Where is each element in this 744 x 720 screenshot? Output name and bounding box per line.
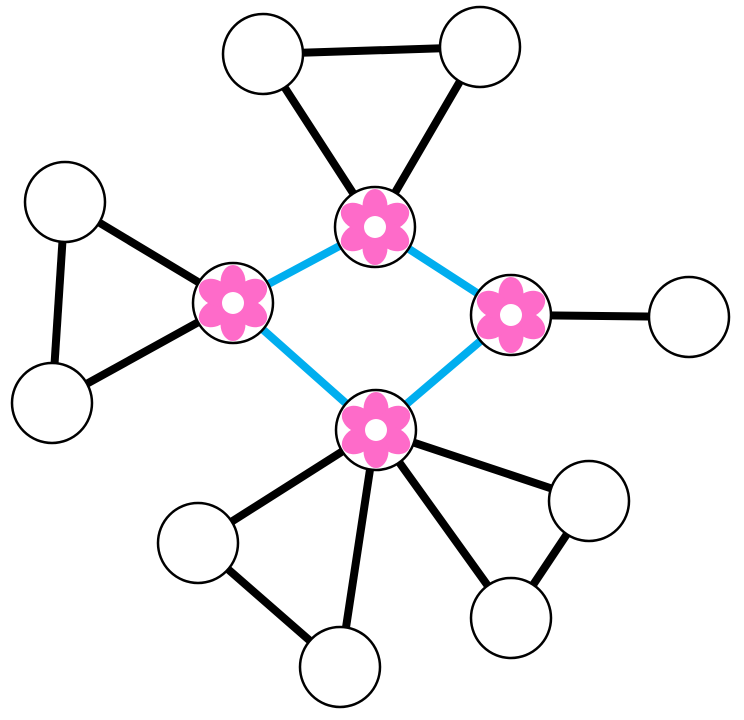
flower-center: [500, 304, 522, 326]
node-circle: [547, 459, 631, 543]
node-circle: [221, 12, 305, 96]
node-right: [647, 275, 731, 359]
flower-center: [222, 292, 244, 314]
node-flower-top: [333, 185, 417, 269]
node-bottom-left: [156, 501, 240, 585]
node-top-left: [221, 12, 305, 96]
node-left-top: [23, 160, 107, 244]
node-bottom-right-top: [547, 459, 631, 543]
edges-layer: [48, 43, 690, 671]
node-top-right: [438, 5, 522, 89]
flower-icon: [341, 392, 411, 468]
node-circle: [23, 160, 107, 244]
node-circle: [298, 625, 382, 709]
node-left-bottom: [10, 361, 94, 445]
node-circle: [10, 361, 94, 445]
flower-icon: [340, 189, 410, 265]
nodes-layer: [10, 5, 731, 709]
node-circle: [647, 275, 731, 359]
flower-icon: [198, 265, 268, 341]
node-flower-bottom: [334, 388, 418, 472]
flower-icon: [476, 277, 546, 353]
node-bottom: [298, 625, 382, 709]
node-circle: [469, 576, 553, 660]
node-circle: [156, 501, 240, 585]
node-circle: [438, 5, 522, 89]
flower-center: [365, 419, 387, 441]
node-bottom-right-bottom: [469, 576, 553, 660]
flower-center: [364, 216, 386, 238]
node-flower-right: [469, 273, 553, 357]
node-flower-left: [191, 261, 275, 345]
